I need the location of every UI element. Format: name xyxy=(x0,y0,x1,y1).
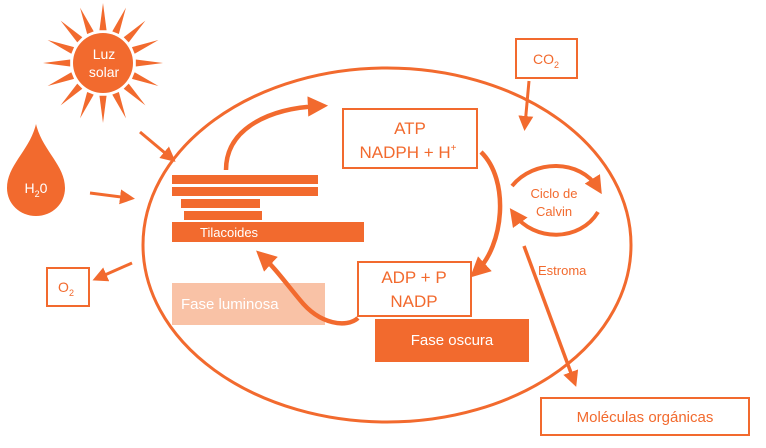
sun-ray xyxy=(112,7,126,35)
light-phase-label: Fase luminosa xyxy=(181,296,279,313)
water-arrow xyxy=(89,189,135,205)
sun-label-line2: solar xyxy=(89,64,120,80)
thylakoid-label: Tilacoides xyxy=(200,225,259,240)
sun-ray xyxy=(47,40,75,54)
sun-label-line1: Luz xyxy=(93,46,116,62)
sun-ray xyxy=(123,20,146,43)
thylakoid-disc-1 xyxy=(172,175,318,184)
thylakoid-disc-4 xyxy=(184,211,262,220)
atp-label: ATP xyxy=(394,119,426,138)
co2-arrow xyxy=(518,80,534,131)
sun-ray xyxy=(135,59,163,67)
sun-ray xyxy=(60,83,83,106)
chloroplast-outline xyxy=(141,66,633,424)
adp-to-thylakoid-arrow xyxy=(256,250,360,326)
thylakoid-disc-3 xyxy=(181,199,260,208)
calvin-label-line1: Ciclo de xyxy=(531,186,578,201)
thylakoid-to-atp-arrow xyxy=(223,96,329,171)
sun-ray xyxy=(47,72,75,86)
calvin-cycle-bottom-arrow xyxy=(509,208,600,237)
sun-ray xyxy=(123,83,146,106)
sun-ray xyxy=(131,40,159,54)
co2-label: CO2 xyxy=(533,51,559,70)
stroma-label: Estroma xyxy=(538,263,587,278)
calvin-to-organic-arrow xyxy=(522,245,579,387)
o2-label: O2 xyxy=(58,279,74,298)
sun-ray xyxy=(99,3,107,31)
water-label: H20 xyxy=(25,180,48,199)
thylakoid-disc-2 xyxy=(172,187,318,196)
sun-ray xyxy=(131,72,159,86)
thylakoid-disc-5 xyxy=(172,222,364,242)
co2-box xyxy=(515,38,578,79)
calvin-label-line2: Calvin xyxy=(536,204,572,219)
sun-ray xyxy=(80,7,94,35)
sun-ray xyxy=(99,95,107,123)
sun-ray xyxy=(60,20,83,43)
adp-nadp-box xyxy=(357,261,472,317)
nadp-label: NADP xyxy=(390,292,437,311)
sun-ray xyxy=(43,59,71,67)
dark-phase-label: Fase oscura xyxy=(411,332,494,349)
water-drop-icon xyxy=(7,124,65,216)
o2-box xyxy=(46,267,90,307)
sun-disc xyxy=(73,33,133,93)
calvin-cycle-top-arrow xyxy=(510,164,602,195)
sun-ray xyxy=(112,91,126,119)
atp-nadph-box xyxy=(342,108,478,169)
atp-to-adp-arrow xyxy=(470,150,503,278)
light-arrow xyxy=(139,130,176,162)
nadph-label: NADPH + H+ xyxy=(359,143,456,162)
organic-molecules-label: Moléculas orgánicas xyxy=(577,409,714,426)
light-phase-box xyxy=(172,283,325,325)
sun-ray xyxy=(80,91,94,119)
sun-icon xyxy=(43,3,163,123)
organic-molecules-box xyxy=(540,397,750,436)
adp-label: ADP + P xyxy=(381,268,446,287)
dark-phase-box xyxy=(375,319,529,362)
o2-arrow xyxy=(92,261,133,282)
